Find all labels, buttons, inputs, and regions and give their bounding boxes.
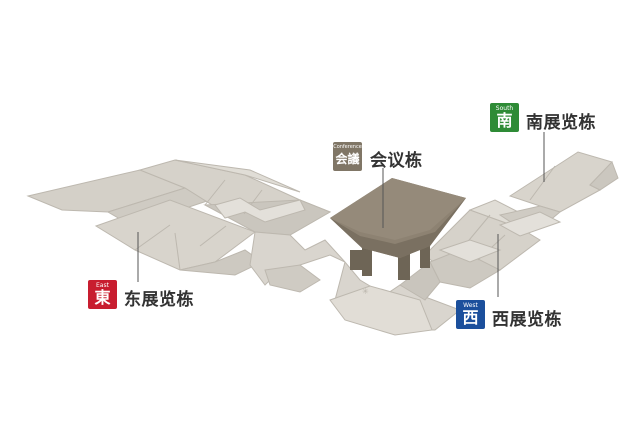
conference-badge[interactable]: Conference 会議 [333, 142, 362, 171]
west-badge-zh: 西 [462, 308, 479, 327]
conference-badge-zh: 会議 [335, 152, 360, 166]
east-badge-zh: 東 [94, 288, 111, 307]
east-badge[interactable]: East 東 [88, 280, 117, 309]
west-badge-en: West [463, 302, 478, 309]
west-label[interactable]: 西展览栋 [492, 310, 562, 330]
east-badge-en: East [96, 282, 109, 289]
walkway-connectors [214, 197, 562, 263]
east-label[interactable]: 东展览栋 [124, 290, 194, 310]
west-badge[interactable]: West 西 [456, 300, 485, 329]
conference-building[interactable] [330, 178, 466, 280]
south-hall-building[interactable] [498, 151, 619, 229]
central-concourse: ✳ [249, 231, 461, 336]
south-badge[interactable]: South 南 [490, 103, 519, 132]
south-badge-zh: 南 [496, 111, 513, 130]
svg-text:✳: ✳ [362, 287, 369, 296]
conference-badge-en: Conference [333, 144, 362, 150]
conference-label[interactable]: 会议栋 [370, 151, 423, 171]
leader-lines [137, 132, 545, 297]
south-badge-en: South [495, 105, 514, 112]
south-label[interactable]: 南展览栋 [526, 113, 596, 133]
